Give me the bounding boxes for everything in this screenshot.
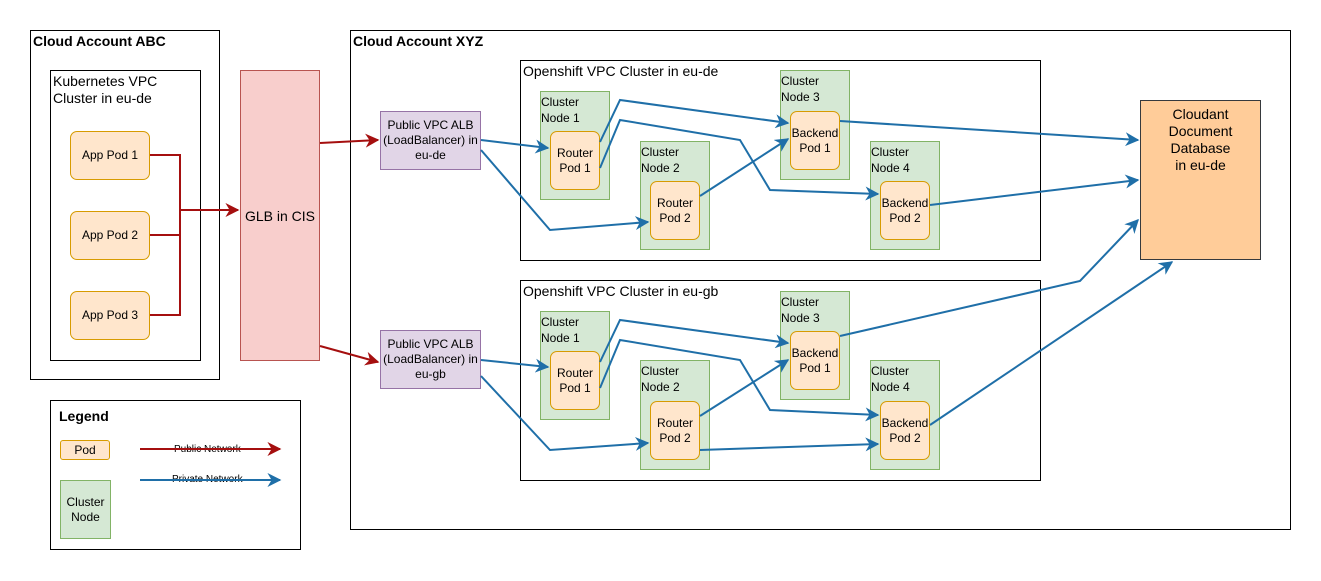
app-pod-1: App Pod 1 xyxy=(70,131,150,180)
cluster-node-title: Cluster Node 4 xyxy=(871,364,910,394)
backend-pod-1-eu-gb: Backend Pod 1 xyxy=(790,331,840,390)
edge-router-2-backend-1-eu-gb xyxy=(699,359,790,417)
cluster-node-title: Cluster Node 3 xyxy=(781,74,820,104)
edge-router-1-backend-1-eu-de xyxy=(599,98,790,143)
backend-pod-2-eu-gb: Backend Pod 2 xyxy=(880,401,930,460)
edge-router-1-backend-2-eu-gb xyxy=(599,338,880,422)
openshift-cluster-eu-gb-title: Openshift VPC Cluster in eu-gb xyxy=(523,283,719,299)
cluster-node-title: Cluster Node 3 xyxy=(781,295,820,325)
backend-pod-1-eu-de: Backend Pod 1 xyxy=(790,111,840,170)
kubernetes-vpc-cluster-title: Kubernetes VPC Cluster in eu-de xyxy=(53,73,158,106)
legend-node-swatch: Cluster Node xyxy=(60,480,111,539)
edge-alb-router-1-eu-gb xyxy=(480,358,550,373)
cluster-node-title: Cluster Node 2 xyxy=(641,145,680,175)
cluster-node-title: Cluster Node 1 xyxy=(541,95,580,125)
cloud-account-xyz-title: Cloud Account XYZ xyxy=(353,33,484,49)
edge-alb-router-2-eu-gb xyxy=(480,375,650,452)
edge-app-pod-2-glb xyxy=(150,210,181,236)
cloud-account-abc-title: Cloud Account ABC xyxy=(33,33,166,49)
openshift-cluster-eu-de-title: Openshift VPC Cluster in eu-de xyxy=(523,63,719,79)
edge-backend-1-db-eu-gb xyxy=(839,218,1139,337)
cloud-account-abc: Cloud Account ABC xyxy=(30,30,220,380)
backend-pod-2-eu-de: Backend Pod 2 xyxy=(880,181,930,240)
router-pod-1-eu-gb: Router Pod 1 xyxy=(550,351,600,410)
edge-backend-2-db-eu-gb xyxy=(929,261,1174,426)
edge-alb-router-2-eu-de xyxy=(480,149,650,232)
edge-router-2-backend-2-eu-gb xyxy=(699,437,880,452)
app-pod-2: App Pod 2 xyxy=(70,211,150,260)
cluster-node-title: Cluster Node 1 xyxy=(541,315,580,345)
cloud-account-xyz: Cloud Account XYZ xyxy=(350,30,1291,530)
legend-title: Legend xyxy=(59,408,109,424)
cluster-node-title: Cluster Node 2 xyxy=(641,364,680,394)
legend-box: Legend xyxy=(50,400,301,550)
edge-alb-router-1-eu-de xyxy=(480,139,550,154)
router-pod-2-eu-de: Router Pod 2 xyxy=(650,181,700,240)
edge-router-2-backend-1-eu-de xyxy=(699,138,790,197)
edge-backend-2-db-eu-de xyxy=(929,174,1140,206)
router-pod-2-eu-gb: Router Pod 2 xyxy=(650,401,700,460)
edge-glb-alb-eu-de xyxy=(319,133,380,148)
glb-in-cis: GLB in CIS xyxy=(240,70,320,361)
public-vpc-alb-eu-de: Public VPC ALB (LoadBalancer) in eu-de xyxy=(380,111,481,170)
cloudant-database: Cloudant Document Database in eu-de xyxy=(1140,100,1261,260)
router-pod-1-eu-de: Router Pod 1 xyxy=(550,131,600,190)
edge-router-1-backend-2-eu-de xyxy=(599,118,880,201)
public-vpc-alb-eu-gb: Public VPC ALB (LoadBalancer) in eu-gb xyxy=(380,330,481,389)
public-network-edges xyxy=(140,133,380,456)
edge-router-1-backend-1-eu-gb xyxy=(599,318,790,363)
openshift-cluster-eu-de: Openshift VPC Cluster in eu-de xyxy=(520,60,1041,261)
cluster-node-title: Cluster Node 4 xyxy=(871,145,910,175)
edge-glb-alb-eu-gb xyxy=(319,345,380,366)
app-pod-3: App Pod 3 xyxy=(70,291,150,340)
openshift-cluster-eu-gb: Openshift VPC Cluster in eu-gb xyxy=(520,280,1041,481)
legend-pod-swatch: Pod xyxy=(60,440,110,460)
kubernetes-vpc-cluster: Kubernetes VPC Cluster in eu-de xyxy=(50,70,201,361)
private-network-edges xyxy=(140,98,1174,487)
edge-app-pod-1-glb xyxy=(150,154,181,210)
edge-backend-1-db-eu-de xyxy=(839,120,1140,147)
edge-app-pod-3-glb xyxy=(150,210,181,316)
